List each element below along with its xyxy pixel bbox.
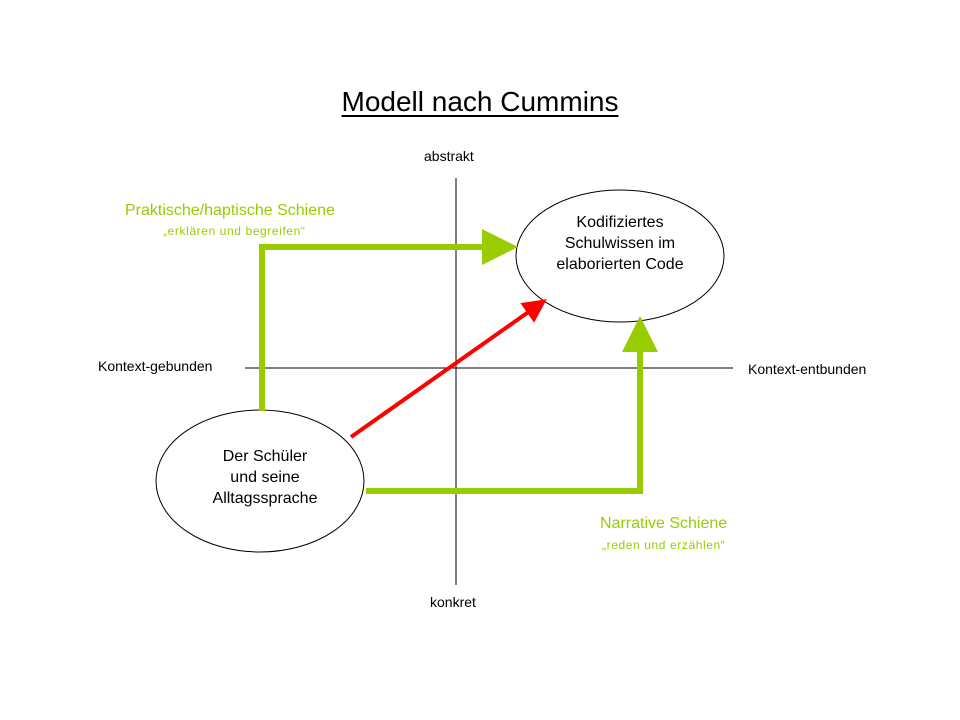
target-line-1: Kodifiziertes xyxy=(576,214,664,231)
narrative-rail-subtitle: „reden und erzählen“ xyxy=(602,538,726,552)
source-ellipse-text: Der Schüler und seine Alltagssprache xyxy=(195,446,335,509)
target-line-2: Schulwissen im xyxy=(564,235,676,252)
source-line-3: Alltagssprache xyxy=(212,490,318,507)
axis-label-top: abstrakt xyxy=(424,148,474,164)
target-ellipse-text: Kodifiziertes Schulwissen im elaborierte… xyxy=(540,212,700,275)
source-line-1: Der Schüler xyxy=(222,448,308,465)
axis-label-left: Kontext-gebunden xyxy=(98,358,213,374)
target-line-3: elaborierten Code xyxy=(556,256,684,273)
axis-label-right: Kontext-entbunden xyxy=(748,361,867,377)
source-line-2: und seine xyxy=(230,469,300,486)
narrative-rail-title: Narrative Schiene xyxy=(600,515,728,532)
practical-rail-arrow xyxy=(259,229,518,411)
diagram-title: Modell nach Cummins xyxy=(341,86,619,117)
practical-rail-title: Praktische/haptische Schiene xyxy=(125,202,335,219)
direct-arrow xyxy=(349,299,547,439)
narrative-rail-arrow xyxy=(366,316,658,494)
practical-rail-subtitle: „erklären und begreifen“ xyxy=(163,224,306,238)
axis-label-bottom: konkret xyxy=(430,594,476,610)
